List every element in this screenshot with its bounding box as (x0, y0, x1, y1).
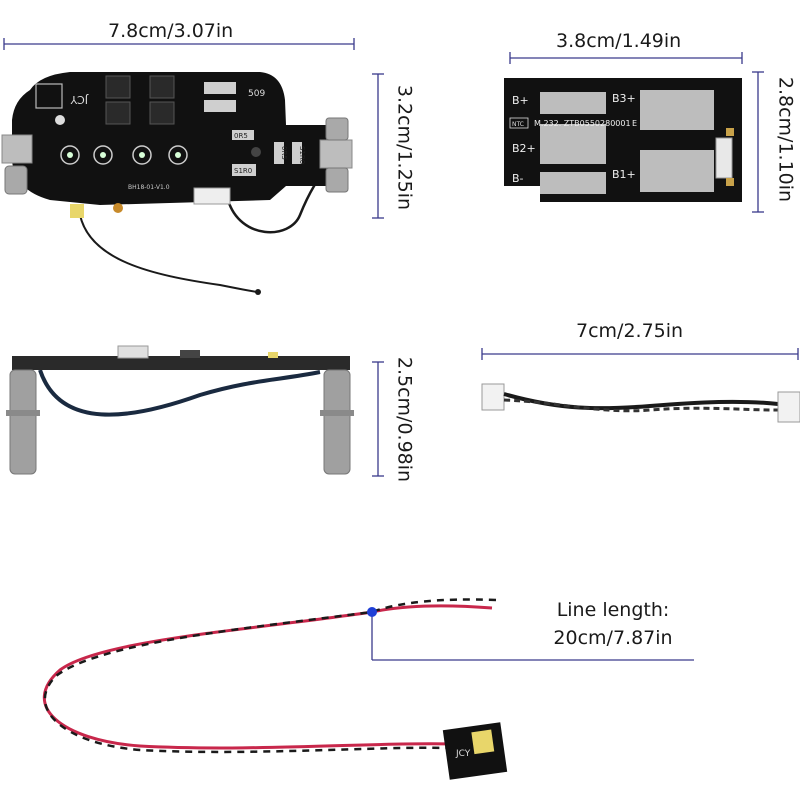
terminal-right (319, 139, 353, 169)
socket-pin-top (726, 128, 734, 136)
terminal-right-post-bottom (325, 167, 349, 193)
main-board: JCY 509 0R5 0R5 S1R0 S1R0 (1, 72, 353, 295)
pad-label-b-minus: B- (512, 172, 524, 185)
pad-b2-plus (540, 124, 606, 164)
led-2 (100, 152, 106, 158)
balance-connector (193, 187, 231, 205)
balance-cable (481, 383, 800, 423)
probe-tip (255, 289, 261, 295)
serial-label: M.232. ZTB0550280001 (534, 119, 631, 128)
side-pcb (12, 356, 350, 370)
ntc-label: NTC (512, 121, 524, 128)
balance-board: B+ B3+ B2+ B- B1+ NTC M.232. ZTB05502800… (504, 78, 742, 202)
side-cable (38, 369, 321, 417)
led-ring-1 (60, 145, 80, 165)
led-ring-2 (93, 145, 113, 165)
pad-b-plus-top (540, 92, 606, 114)
pad-label-b2-plus: B2+ (512, 142, 536, 155)
shunt-1 (204, 82, 236, 94)
cable-plug-left (481, 383, 505, 411)
res-label-2: 0R5 (280, 146, 288, 160)
led-1 (67, 152, 73, 158)
side-post-left (9, 369, 37, 475)
pad-label-b1-plus: B1+ (612, 168, 636, 181)
serial-suffix: E (632, 119, 637, 128)
side-post-right-ring (320, 410, 354, 416)
res-label-1: 0R5 (234, 132, 248, 140)
sensor-lead: JCY (42, 598, 508, 780)
line-length-note: Line length: 20cm/7.87in (538, 596, 688, 652)
pad-b3-plus (640, 90, 714, 130)
solder-blob (113, 203, 123, 213)
cable-length-label: 7cm/2.75in (576, 320, 684, 342)
res-0r5-b (274, 142, 284, 164)
probe-wire (79, 214, 259, 293)
ntc-box (509, 117, 529, 129)
main-pad-outline (35, 83, 63, 109)
line-length-value: 20cm/7.87in (553, 627, 673, 649)
pad-label-b3-plus: B3+ (612, 92, 636, 105)
pad-b1-plus (640, 150, 714, 192)
side-ntc (268, 352, 278, 358)
res-label-3: S1R0 (298, 146, 306, 164)
ntc-pad (70, 204, 84, 218)
main-board-width-label: 7.8cm/3.07in (108, 20, 234, 42)
side-post-left-ring (6, 410, 40, 416)
side-post-right (323, 369, 351, 475)
wire-black (43, 598, 497, 754)
sensor-pad (471, 729, 495, 755)
res-s1r0-b (232, 164, 256, 176)
terminal-right-post-top (325, 117, 349, 141)
led-4 (175, 152, 181, 158)
main-top-chip: 509 (248, 89, 265, 99)
test-point (251, 147, 261, 157)
res-0r5-a (232, 130, 254, 140)
cable-twist-a (503, 392, 779, 411)
main-pcb (12, 72, 345, 205)
side-connector (117, 345, 149, 359)
side-view (6, 345, 354, 475)
balance-board-width-label: 3.8cm/1.49in (556, 30, 682, 52)
dimension-lines (3, 38, 799, 661)
led-ring-3 (132, 145, 152, 165)
line-length-marker (367, 607, 377, 617)
main-silk-model: BH18-01-V1.0 (128, 184, 170, 191)
mosfet-2 (105, 101, 131, 125)
led-3 (139, 152, 145, 158)
wire-red (42, 604, 493, 750)
mosfet-1 (105, 75, 131, 99)
cable-twist-b (503, 398, 779, 413)
socket-pin-bottom (726, 178, 734, 186)
res-label-4: S1R0 (234, 167, 252, 175)
shunt-2 (204, 100, 236, 112)
pad-label-b-plus: B+ (512, 94, 529, 107)
sensor-silk: JCY (455, 749, 471, 759)
side-chip (180, 350, 200, 358)
balance-socket (715, 137, 733, 179)
mount-hole (55, 115, 65, 125)
mosfet-3 (149, 75, 175, 99)
led-ring-4 (168, 145, 188, 165)
cable-plug-right (777, 391, 800, 423)
terminal-left (1, 134, 33, 164)
pad-b-minus (540, 172, 606, 194)
res-s1r0-a (292, 142, 302, 164)
terminal-left-post (4, 165, 28, 195)
main-silk-brand: JCY (70, 93, 89, 106)
mosfet-4 (149, 101, 175, 125)
line-length-label: Line length: (556, 599, 670, 621)
